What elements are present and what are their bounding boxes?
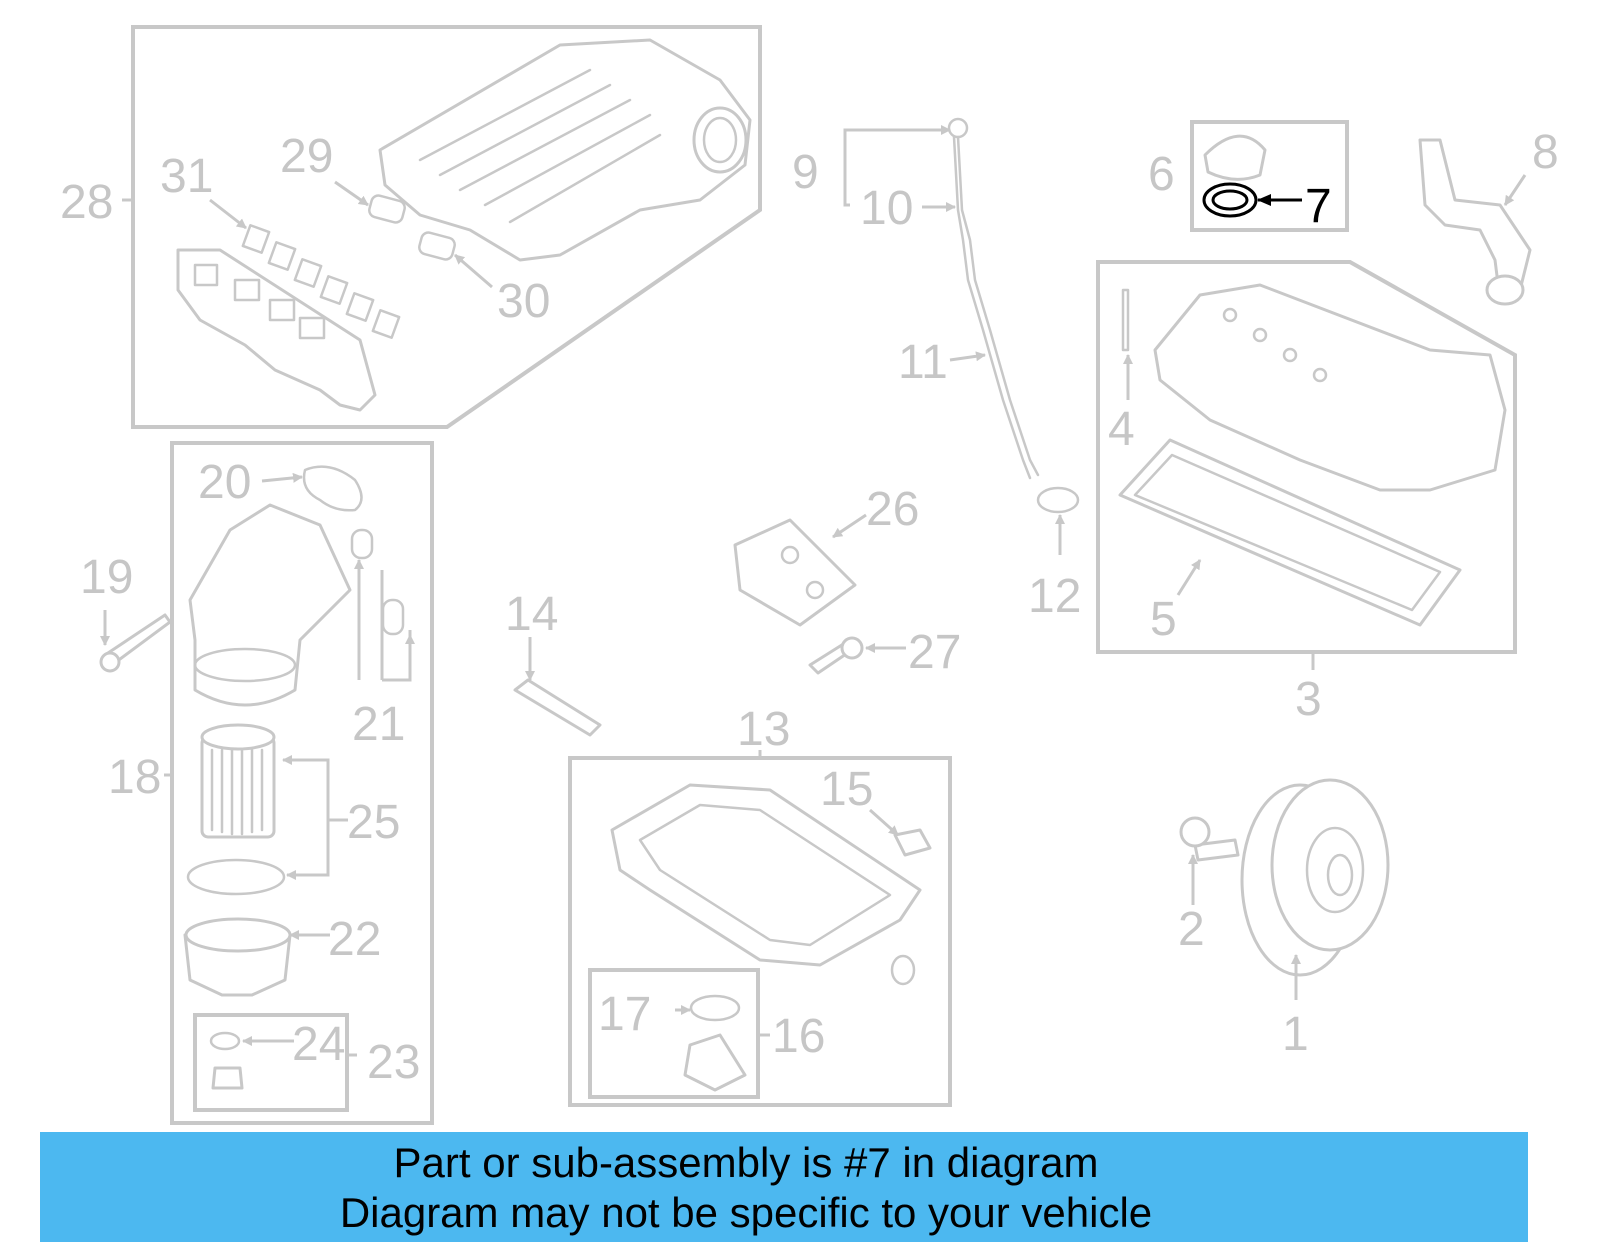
- group-box-6: [1190, 120, 1349, 232]
- stud-4: [1121, 288, 1130, 352]
- leader-lines: [100, 125, 1527, 1057]
- intake-manifold-group: [131, 25, 762, 429]
- oil-pan: [610, 783, 922, 967]
- o-ring-25: [186, 858, 286, 896]
- group-box-18: [170, 441, 434, 1125]
- washer-24: [209, 1031, 241, 1051]
- lower-intake-manifold: [176, 248, 377, 412]
- oil-cooler: [733, 518, 857, 627]
- banner-disclaimer-text: Diagram may not be specific to your vehi…: [339, 1189, 1153, 1236]
- oil-filter-housing: [188, 503, 352, 707]
- callout-8: 8: [1532, 126, 1559, 179]
- oil-filter-housing-group: [170, 441, 434, 1125]
- oil-pickup-16: [683, 1033, 747, 1092]
- callout-6: 6: [1148, 148, 1175, 201]
- oil-filter-element: [200, 723, 276, 839]
- info-banner: Part or sub-assembly is #7 in diagram Di…: [40, 1132, 1528, 1242]
- callout-19: 19: [80, 551, 133, 604]
- callout-26: 26: [866, 483, 919, 536]
- crankshaft-pulley: [1240, 778, 1390, 977]
- callout-17: 17: [598, 988, 651, 1041]
- drain-plug-15: [893, 828, 932, 857]
- callout-16: 16: [772, 1010, 825, 1063]
- gasket-20: [302, 465, 363, 512]
- gasket-29: [368, 194, 406, 224]
- oil-pan-group: [568, 756, 952, 1107]
- o-ring-17: [689, 994, 741, 1022]
- drain-plug-23: [211, 1066, 244, 1090]
- callout-21: 21: [352, 698, 405, 751]
- callout-12: 12: [1028, 570, 1081, 623]
- seal-21b: [381, 598, 405, 636]
- dipstick-assembly: [947, 117, 1080, 514]
- callout-28: 28: [60, 176, 113, 229]
- group-box-23: [193, 1013, 349, 1112]
- valve-cover: [1153, 283, 1507, 492]
- callout-31: 31: [160, 150, 213, 203]
- oil-filter-cap: [183, 917, 292, 997]
- manifold-gasket-strip: [241, 223, 401, 340]
- valve-cover-group: [1096, 260, 1517, 654]
- valve-cover-gasket: [1118, 438, 1462, 627]
- callout-3: 3: [1295, 673, 1322, 726]
- group-box-28: [131, 25, 762, 429]
- callout-15: 15: [820, 763, 873, 816]
- callout-5: 5: [1150, 593, 1177, 646]
- callout-7: 7: [1305, 180, 1332, 233]
- callout-25: 25: [347, 796, 400, 849]
- callout-23: 23: [367, 1036, 420, 1089]
- baffle-14: [513, 678, 602, 737]
- callout-14: 14: [505, 588, 558, 641]
- callout-9: 9: [792, 146, 819, 199]
- callout-30: 30: [497, 275, 550, 328]
- callout-4: 4: [1108, 403, 1135, 456]
- gasket-30: [418, 231, 456, 261]
- group-box-3: [1096, 260, 1517, 654]
- callout-20: 20: [198, 456, 251, 509]
- callout-2: 2: [1178, 903, 1205, 956]
- callout-1: 1: [1282, 1008, 1309, 1061]
- callout-11: 11: [898, 336, 948, 389]
- seal-21a: [350, 528, 374, 560]
- callout-13: 13: [737, 703, 790, 756]
- callout-22: 22: [328, 913, 381, 966]
- callout-numbers: 28 31 29 30 20 19 21 18 25 22 24 23 9 10…: [60, 126, 1559, 1089]
- oil-filler-cap: [1203, 134, 1267, 181]
- callout-29: 29: [280, 130, 333, 183]
- callout-10: 10: [860, 182, 913, 235]
- callout-27: 27: [908, 626, 961, 679]
- upper-intake-manifold: [378, 38, 752, 262]
- callout-24: 24: [292, 1018, 345, 1071]
- highlighted-seal-7: [1202, 182, 1258, 218]
- seal-12: [1036, 486, 1080, 514]
- callout-18: 18: [108, 751, 161, 804]
- banner-part-text: Part or sub-assembly is #7 in diagram: [393, 1139, 1099, 1186]
- drain-washer: [890, 954, 916, 986]
